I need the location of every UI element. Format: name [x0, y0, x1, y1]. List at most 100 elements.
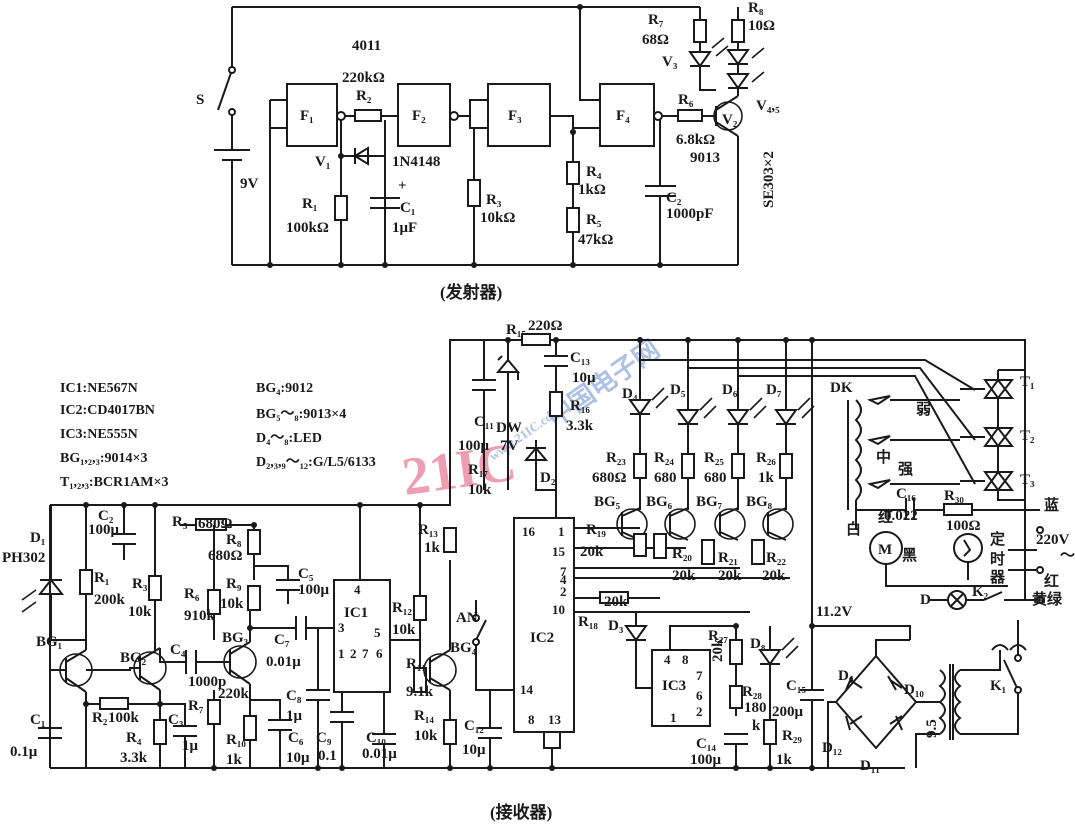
speed-weak: 弱 [916, 401, 931, 418]
d10-label: D₁₀ [904, 682, 924, 698]
r8-value: 10Ω [748, 18, 775, 34]
ic2-pin1: 1 [558, 524, 565, 539]
mains-blue: 蓝 [1044, 496, 1059, 514]
c9r-value: 0.1 [318, 748, 337, 764]
r7-name: R₇ [648, 12, 664, 28]
c10r-value: 0.01μ [362, 746, 397, 762]
r5-name: R₅ [586, 212, 602, 228]
r3r-value: 10k [128, 604, 152, 620]
transmitter-circuit: S 9V 4011 F₁ R₂ 220kΩ F₂ V₁ 1N4148 R₁ 10… [196, 0, 780, 302]
note-bg4: BG₄:9012 [256, 381, 313, 396]
mains-tilde: ～ [1060, 548, 1075, 564]
r27r-value: 20k [710, 638, 726, 662]
ic3-label: IC3 [662, 678, 686, 694]
c7r-name: C₇ [274, 632, 290, 648]
timer-2: 时 [990, 551, 1005, 568]
d4-label: D₄ [622, 386, 638, 402]
d12-label: D₁₂ [822, 740, 842, 756]
r25r-value: 680 [704, 470, 727, 486]
mains-voltage: 220V [1036, 532, 1070, 548]
bg5-label: BG₅ [594, 494, 621, 510]
r13r-value: 1k [424, 540, 441, 556]
r21r-name: R₂₁ [718, 550, 738, 566]
v2-name: V₂ [722, 112, 738, 128]
dw-name: DW [496, 420, 522, 436]
c1-value: 1μF [392, 220, 417, 236]
ic1-pin1: 1 [338, 646, 345, 661]
an-label: AN [456, 610, 478, 626]
k2-label: K₂ [972, 584, 989, 600]
transformer: 9.5 [915, 650, 1019, 768]
r26r-value: 1k [758, 470, 775, 486]
r9r-name: R₉ [226, 576, 242, 592]
bg4-label: BG₄ [450, 640, 477, 656]
mains-ground: 黄绿 [1032, 590, 1063, 608]
r5r-value: 680Ω [198, 516, 233, 532]
ic1-pin5: 5 [374, 625, 381, 640]
v1-name: V₁ [315, 154, 330, 170]
r29r-name: R₂₉ [782, 728, 802, 744]
ic1-pin7: 7 [362, 646, 369, 661]
r3-value: 10kΩ [480, 210, 515, 226]
ic3-pin7: 7 [696, 668, 703, 683]
receiver-circuit: IC1:NE567N IC2:CD4017BN IC3:NE555N BG₁,₂… [2, 318, 1075, 822]
ic2-pin15: 15 [552, 544, 566, 559]
c1r-value: 0.1μ [10, 744, 38, 760]
ic3-pin6: 6 [696, 688, 703, 703]
r4r-value: 3.3k [120, 750, 148, 766]
r30r-value: 100Ω [946, 518, 981, 534]
wire-black: 黑 [902, 547, 917, 564]
bridge-rectifier: D₉ D₁₀ D₁₁ D₁₂ [822, 639, 940, 774]
note-d2-12: D₂,₃,₉～₁₂:G/L5/6133 [256, 455, 376, 470]
r9r-value: 10k [220, 596, 244, 612]
ic3-pin4: 4 [664, 652, 671, 667]
r1-name: R₁ [302, 196, 317, 212]
switch-label: S [196, 92, 204, 108]
r16r-name: R₁₆ [570, 398, 590, 414]
receiver-caption: (接收器) [490, 802, 552, 822]
gate-f2: F₂ [412, 108, 426, 124]
ic2-pin13: 13 [548, 712, 562, 727]
c4r-value: 1000p [188, 674, 226, 690]
v45-label: V₄,₅ [756, 98, 780, 114]
note-ic1: IC1:NE567N [60, 381, 138, 396]
r8-name: R₈ [748, 0, 764, 16]
r22r-value: 20k [762, 568, 786, 584]
r2-name: R₂ [356, 88, 372, 104]
r10r-name: R₁₀ [226, 732, 246, 748]
speed-winding: DK 弱 中 强 [830, 380, 960, 530]
ic2-pin14: 14 [520, 682, 534, 697]
r2r-value: 100k [108, 710, 140, 726]
note-bg123: BG₁,₂,₃:9014×3 [60, 451, 147, 466]
r17r-name: R₁₇ [468, 462, 488, 478]
d1-type: PH302 [2, 550, 45, 566]
c16r-name: C₁₆ [896, 486, 916, 502]
c14r-name: C₁₄ [696, 736, 716, 752]
r16r-value: 3.3k [566, 418, 594, 434]
c2r-name: C₂ [98, 508, 114, 524]
ic2-pin8: 8 [528, 712, 535, 727]
r12r-value: 10k [392, 622, 416, 638]
note-bg58: BG₅～₈:9013×4 [256, 407, 346, 422]
c3r-name: C₃ [168, 712, 184, 728]
r6-name: R₆ [678, 92, 694, 108]
wire-red-motor: 红 [878, 508, 893, 526]
ic2-label: IC2 [530, 630, 554, 646]
v3-label: V₃ [662, 54, 678, 70]
ic3-pin2: 2 [696, 704, 703, 719]
r2-value: 220kΩ [342, 70, 385, 86]
timer-3: 器 [989, 569, 1006, 586]
dk-label: DK [830, 380, 853, 396]
r28r-unit: k [752, 718, 761, 734]
motor-label: M [878, 542, 892, 558]
c2-value: 1000pF [666, 206, 714, 222]
c14r-value: 100μ [690, 752, 722, 768]
r6r-value: 910k [184, 608, 216, 624]
r1-value: 100kΩ [286, 220, 329, 236]
d3-label: D₃ [608, 618, 624, 634]
bg3-label: BG₃ [222, 630, 249, 646]
note-d48: D₄～₈:LED [256, 431, 322, 446]
r21r-value: 20k [718, 568, 742, 584]
v1-type: 1N4148 [392, 154, 440, 170]
r6-value: 6.8kΩ [676, 132, 715, 148]
